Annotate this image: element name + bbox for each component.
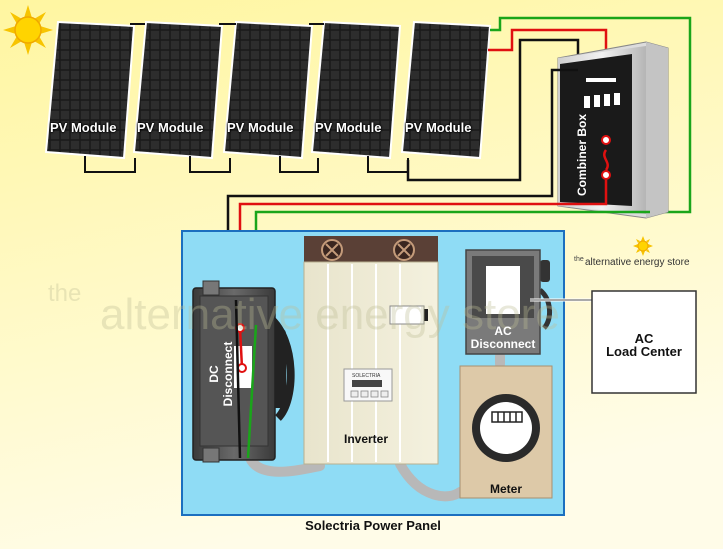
pv-module-label-1: PV Module [50, 120, 117, 135]
inverter-brand-label: SOLECTRIA [352, 373, 381, 379]
pv-module-5 [400, 20, 492, 160]
watermark-text: alternative energy store [100, 290, 560, 339]
pv-module-2 [132, 20, 224, 160]
ac-disconnect-label-line2: Disconnect [470, 337, 536, 351]
pv-module-4 [310, 20, 402, 160]
ac-disconnect-label-line1: AC [494, 324, 512, 338]
pv-module-array [44, 20, 492, 160]
dc-disconnect-label: DC Disconnect [207, 319, 235, 429]
pv-module-label-3: PV Module [227, 120, 294, 135]
combiner-box [557, 41, 669, 219]
combiner-box-label: Combiner Box [575, 114, 589, 197]
pv-module-3 [222, 20, 314, 160]
sun-icon [3, 5, 53, 55]
inverter-label: Inverter [344, 432, 389, 446]
store-logo-name: alternative energy store [585, 257, 690, 268]
ac-disconnect-label: AC Disconnect [466, 325, 540, 351]
ac-disconnect [465, 249, 552, 355]
ac-load-center [591, 290, 697, 394]
dc-disconnect-label-line1: DC [207, 365, 221, 383]
inverter [303, 236, 439, 465]
dc-disconnect [192, 280, 295, 463]
pv-module-1 [44, 20, 136, 160]
meter [459, 365, 553, 499]
pv-module-label-2: PV Module [137, 120, 204, 135]
load-center-label: AC Load Center [592, 332, 696, 358]
conduits [245, 351, 505, 502]
dc-disconnect-label-line2: Disconnect [221, 341, 235, 407]
watermark-prefix: the [48, 280, 82, 307]
pv-module-label-5: PV Module [405, 120, 472, 135]
load-center-label-line1: AC [634, 331, 654, 346]
store-logo-prefix: the [574, 256, 584, 263]
pv-module-label-4: PV Module [315, 120, 382, 135]
load-center-label-line2: Load Center [606, 344, 682, 359]
store-sun-icon [633, 236, 653, 256]
power-panel-label: Solectria Power Panel [305, 518, 441, 533]
meter-label: Meter [489, 482, 522, 496]
